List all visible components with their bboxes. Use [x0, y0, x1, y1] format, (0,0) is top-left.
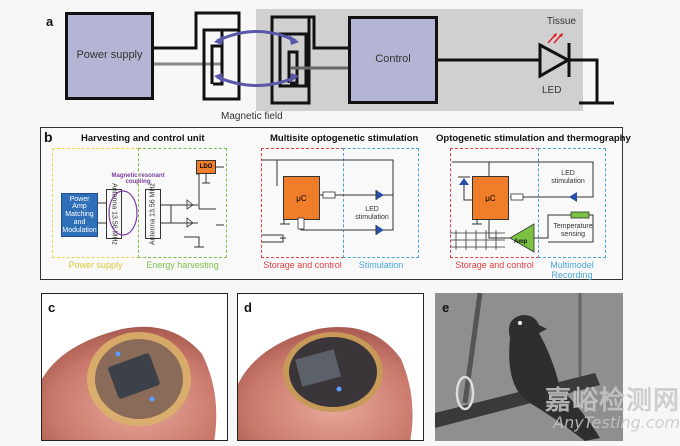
ldo-block: LDO — [196, 160, 216, 174]
blue-led — [115, 351, 121, 357]
panel-a-label: a — [46, 14, 54, 29]
blue-led — [149, 396, 155, 402]
section-title-multisite: Multisite optogenetic stimulation — [270, 133, 419, 144]
panel-d-label: d — [244, 300, 252, 315]
caption-energy-harvesting: Energy harvesting — [146, 260, 219, 270]
caption-power-supply: Power supply — [68, 260, 123, 270]
coil-left — [202, 28, 241, 101]
tissue-label: Tissue — [546, 16, 576, 27]
microcontroller-block: μC — [283, 176, 320, 220]
chip — [295, 349, 341, 387]
caption-storage-control-1: Storage and control — [263, 260, 342, 270]
panel-c-label: c — [48, 300, 56, 315]
microcontroller-block-2: μC — [472, 176, 509, 220]
watermark-cn: 嘉峪检测网 — [544, 386, 680, 416]
energy-harvesting-region — [138, 148, 227, 258]
panel-b-frame — [40, 127, 623, 280]
control-box: Control — [348, 16, 438, 104]
panel-b-label: b — [44, 129, 53, 145]
power-amp-block: Power Amp Matching and Modulation — [61, 193, 98, 237]
panel-a-circuit — [152, 11, 614, 105]
led-stimulation-label: LED stimulation — [355, 206, 389, 222]
panel-e-label: e — [442, 300, 450, 315]
multisite-circuit — [262, 159, 394, 243]
section-title-harvesting: Harvesting and control unit — [81, 133, 205, 144]
led-stimulation-label-2: LED stimulation — [551, 170, 585, 186]
stimulation-region — [343, 148, 419, 258]
temperature-sensing-label: Temperature sensing — [553, 223, 593, 239]
field-arrow-top — [216, 30, 297, 43]
chip — [108, 353, 160, 399]
magnetic-field-label: Magnetic field — [221, 111, 283, 122]
led-symbol — [538, 42, 572, 79]
photo-device-d — [237, 293, 424, 441]
watermark: 嘉峪检测网 AnyTesting.com — [530, 380, 680, 432]
photo-bird-e — [435, 293, 623, 441]
coupling-label: Magnetic resonant coupling — [111, 173, 165, 186]
field-arrow-bottom — [216, 75, 297, 87]
blue-led — [336, 386, 342, 392]
power-supply-box: Power supply — [65, 12, 154, 100]
amp-label: Amp — [514, 239, 528, 245]
thermography-circuit — [450, 161, 594, 253]
amp-triangle — [509, 223, 535, 253]
coil-right — [270, 15, 311, 105]
antenna-rx: Antenna 13.56 MHz — [145, 183, 161, 245]
caption-storage-control-2: Storage and control — [455, 260, 534, 270]
antenna-tx: Antenna 13.56 MHz — [106, 183, 122, 245]
photo-device-c — [41, 293, 228, 441]
led-label: LED — [542, 85, 562, 96]
caption-multimodel-recording: Multimodel Recording — [550, 260, 594, 281]
multimodel-recording-region — [538, 148, 606, 258]
bird — [508, 315, 600, 441]
harvesting-circuit — [98, 166, 224, 248]
section-title-thermography: Optogenetic stimulation and thermography — [436, 133, 631, 144]
rope — [462, 293, 483, 404]
watermark-en: AnyTesting.com — [553, 413, 680, 432]
caption-stimulation: Stimulation — [358, 260, 404, 270]
wire-top-left — [152, 11, 241, 100]
